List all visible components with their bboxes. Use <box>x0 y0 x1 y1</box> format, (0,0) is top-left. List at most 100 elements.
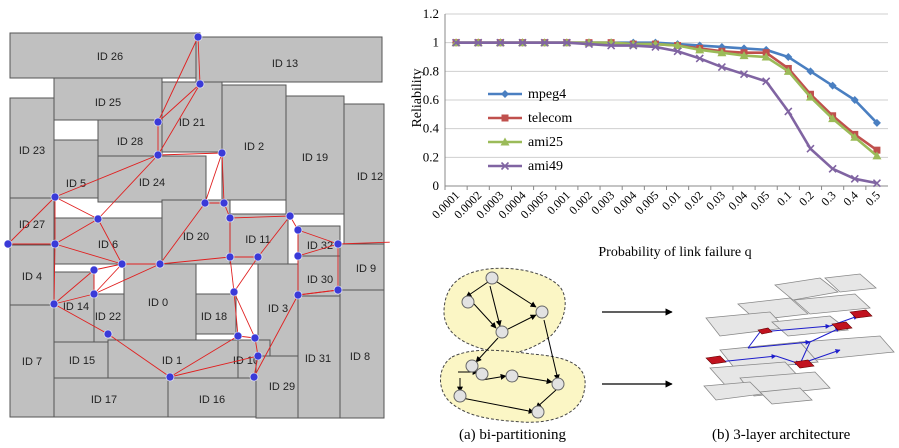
router-node <box>93 214 103 224</box>
router-node <box>89 289 99 299</box>
router-node <box>250 333 260 343</box>
core-label: ID 11 <box>245 234 270 246</box>
data-point-ami25 <box>872 151 882 160</box>
legend-entry: telecom <box>488 111 572 126</box>
core-label: ID 32 <box>307 240 333 252</box>
noc-link <box>197 36 201 85</box>
core-label: ID 9 <box>356 263 376 275</box>
data-point-ami49 <box>629 41 638 50</box>
core-block: ID 12 <box>343 103 385 245</box>
core-block: ID 18 <box>195 293 237 335</box>
x-tick-label: 0.04 <box>725 188 750 213</box>
y-tick-label: 0 <box>433 178 440 193</box>
legend-label: ami25 <box>528 135 563 150</box>
legend-label: telecom <box>528 111 572 126</box>
router-node <box>253 252 263 262</box>
noc-link <box>7 196 56 245</box>
noc-link <box>297 229 339 245</box>
core-label: ID 14 <box>63 301 89 313</box>
noc-link <box>53 303 109 335</box>
noc-link <box>97 218 123 265</box>
core-label: ID 7 <box>22 356 42 368</box>
x-tick-label: 0.03 <box>703 188 728 213</box>
core-block: ID 23 <box>9 97 55 199</box>
y-tick-label: 1.2 <box>423 6 439 21</box>
noc-link <box>229 215 291 219</box>
data-point-telecom <box>873 146 881 154</box>
noc-link <box>221 152 225 204</box>
noc-link <box>169 335 239 378</box>
core-block: ID 14 <box>53 271 95 343</box>
x-tick-label: 0.003 <box>588 188 617 217</box>
router-node <box>50 239 60 249</box>
data-point-ami49 <box>850 174 859 183</box>
legend-label: ami49 <box>528 159 563 174</box>
noc-link <box>54 196 99 220</box>
data-point-ami25 <box>783 66 793 75</box>
core-label: ID 0 <box>148 297 168 309</box>
core-label: ID 10 <box>233 355 259 367</box>
core-label: ID 18 <box>201 311 227 323</box>
y-tick-label: 0.6 <box>423 92 440 107</box>
core-label: ID 13 <box>272 58 298 70</box>
core-label: ID 30 <box>307 274 333 286</box>
core-label: ID 29 <box>269 381 295 393</box>
core-label: ID 27 <box>19 219 45 231</box>
data-point-ami49 <box>562 38 571 47</box>
router-node <box>253 351 263 361</box>
noc-link <box>157 83 201 156</box>
core-block: ID 1 <box>107 339 239 379</box>
y-tick-label: 0.2 <box>423 149 439 164</box>
router-node <box>165 372 175 382</box>
x-axis-label: Probability of link failure q <box>598 245 751 260</box>
data-point-ami49 <box>872 179 881 188</box>
core-label: ID 16 <box>199 394 225 406</box>
core-label: ID 6 <box>98 239 118 251</box>
router-node <box>153 150 163 160</box>
core-block: ID 17 <box>53 377 169 418</box>
noc-link <box>107 333 171 378</box>
data-point-mpeg4 <box>806 67 815 76</box>
data-point-ami25 <box>828 114 838 123</box>
x-tick-label: 0.004 <box>610 188 639 217</box>
data-point-ami49 <box>695 54 704 63</box>
core-block: ID 6 <box>53 217 163 265</box>
core-label: ID 1 <box>162 355 182 367</box>
noc-link <box>297 243 339 257</box>
core-label: ID 21 <box>179 117 205 129</box>
core-label: ID 17 <box>91 394 117 406</box>
noc-link <box>53 293 95 305</box>
x-tick-label: 0.002 <box>566 188 595 217</box>
core-block: ID 16 <box>167 377 257 418</box>
x-tick-label: 0.01 <box>659 188 684 213</box>
x-tick-label: 0.1 <box>774 188 795 209</box>
y-tick-label: 1 <box>433 35 440 50</box>
caption-b: (b) 3-layer architecture <box>712 427 851 443</box>
router-node <box>117 259 127 269</box>
core-label: ID 2 <box>244 141 264 153</box>
core-block: ID 8 <box>339 289 385 419</box>
data-point-ami49 <box>584 40 594 49</box>
noc-link <box>253 294 299 378</box>
data-point-ami25 <box>761 52 771 61</box>
noc-link <box>229 256 235 293</box>
x-tick-label: 0.001 <box>544 188 573 217</box>
router-node <box>293 290 303 300</box>
router-node <box>293 225 303 235</box>
noc-link <box>93 263 123 295</box>
router-node <box>217 148 227 158</box>
noc-link <box>337 241 395 245</box>
core-label: ID 22 <box>95 311 121 323</box>
legend-entry: ami25 <box>488 135 563 150</box>
data-point-ami49 <box>784 107 793 116</box>
router-node <box>285 211 295 221</box>
data-point-mpeg4 <box>850 96 859 104</box>
core-label: ID 24 <box>139 177 165 189</box>
router-node <box>49 299 59 309</box>
data-point-ami25 <box>673 41 683 50</box>
data-point-mpeg4 <box>872 118 881 127</box>
router-node <box>225 213 235 223</box>
caption-a: (a) bi-partitioning <box>459 427 567 443</box>
